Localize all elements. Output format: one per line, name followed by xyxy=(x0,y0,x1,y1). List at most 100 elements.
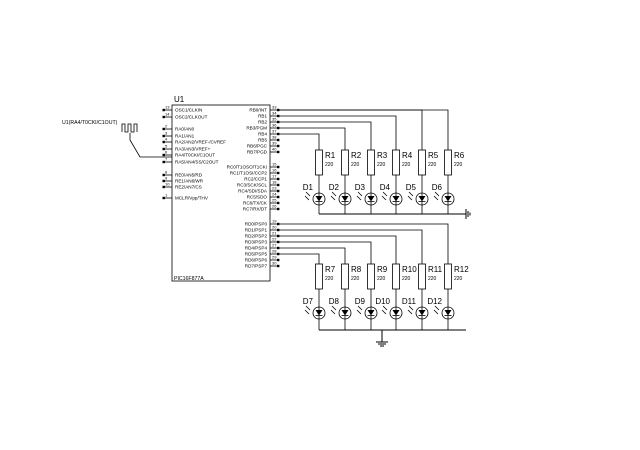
pin-number: 19 xyxy=(272,219,277,224)
diode-triangle-icon xyxy=(418,196,426,202)
pin-number: 7 xyxy=(165,157,168,162)
mcu-part-label: PIC16F877A xyxy=(174,276,204,282)
pin-number: 5 xyxy=(165,144,168,149)
pin-number: 30 xyxy=(272,261,277,266)
light-arrow-icon xyxy=(330,305,337,315)
pin-end xyxy=(162,185,165,189)
resistor-ref: R11 xyxy=(428,265,443,274)
pin-name: RB5 xyxy=(258,138,267,143)
square-wave-icon xyxy=(121,123,138,133)
pin-name: RC5/SDO xyxy=(247,195,268,200)
light-arrow-icon xyxy=(304,191,311,201)
pin-name: RE0/AN5/RD xyxy=(175,173,203,178)
pin-number: 2 xyxy=(165,124,168,129)
pin-name: RA3/AN3/VREF+ xyxy=(175,147,211,152)
pin-end xyxy=(162,173,165,177)
resistor-ref: R9 xyxy=(377,265,388,274)
resistor-body xyxy=(315,149,323,176)
pin-end xyxy=(277,138,280,142)
pin-name: RC1/T1OSI/CCP2 xyxy=(230,171,268,176)
pin-name: RB6/PGC xyxy=(247,144,268,149)
diode-triangle-icon xyxy=(418,310,426,316)
pin-end xyxy=(277,258,280,262)
pin-end xyxy=(277,252,280,256)
net-wire xyxy=(279,115,397,150)
diode-triangle-icon xyxy=(392,196,400,202)
pin-end xyxy=(277,234,280,238)
signal-generator-label: U1(RA4/T0CKI/C1OUT) xyxy=(62,120,118,126)
mcu-left-pins: 13OSC1/CLKIN14OSC2/CLKOUT2RA0/AN03RA1/AN… xyxy=(162,105,226,201)
light-arrow-icon xyxy=(433,191,440,201)
resistor-ref: R6 xyxy=(454,151,465,160)
led-ref: D9 xyxy=(355,297,366,306)
led-ref: D11 xyxy=(402,297,417,306)
resistor-ref: R3 xyxy=(377,151,388,160)
pin-end xyxy=(162,179,165,183)
pin-end xyxy=(277,240,280,244)
pin-end xyxy=(277,201,280,205)
resistor-body xyxy=(315,263,323,290)
led-ref: D6 xyxy=(432,183,443,192)
pin-number: 14 xyxy=(165,112,170,117)
led-ref: D2 xyxy=(329,183,340,192)
pin-name: RA5/AN4/SS/C2OUT xyxy=(175,160,219,165)
resistor-value: 220 xyxy=(377,276,386,282)
pin-name: RB1 xyxy=(258,114,267,119)
led-ref: D3 xyxy=(355,183,366,192)
diode-triangle-icon xyxy=(341,196,349,202)
diode-triangle-icon xyxy=(367,196,375,202)
pin-name: RD2/PSP2 xyxy=(245,234,268,239)
resistor-value: 220 xyxy=(351,162,360,168)
pin-name: RC0/T1OSO/T1CKI xyxy=(227,165,267,170)
pin-name: RD6/PSP6 xyxy=(245,258,268,263)
pin-name: RD3/PSP3 xyxy=(245,240,268,245)
resistor-ref: R1 xyxy=(325,151,336,160)
pin-name: RD0/PSP0 xyxy=(245,222,268,227)
light-arrow-icon xyxy=(304,305,311,315)
pin-name: RC4/SDI/SDA xyxy=(238,189,268,194)
pin-end xyxy=(277,165,280,169)
resistor-ref: R12 xyxy=(454,265,469,274)
pin-end xyxy=(162,140,165,144)
pin-number: 33 xyxy=(272,105,277,110)
light-arrow-icon xyxy=(407,305,414,315)
light-arrow-icon xyxy=(433,305,440,315)
pin-name: RB7/PGD xyxy=(247,150,268,155)
pin-name: RE2/AN7/CS xyxy=(175,185,202,190)
resistor-value: 220 xyxy=(325,162,334,168)
resistor-body xyxy=(418,263,426,290)
pin-name: RB4 xyxy=(258,132,267,137)
pin-end xyxy=(277,177,280,181)
net-wire xyxy=(279,253,320,264)
pin-end xyxy=(277,126,280,130)
diode-triangle-icon xyxy=(315,310,323,316)
resistor-ref: R4 xyxy=(402,151,413,160)
resistor-ref: R2 xyxy=(351,151,362,160)
pin-end xyxy=(162,115,165,119)
pin-number: 8 xyxy=(165,170,168,175)
light-arrow-icon xyxy=(356,305,363,315)
pin-number: 22 xyxy=(272,237,277,242)
pin-end xyxy=(162,196,165,200)
net-wire xyxy=(279,109,449,150)
pin-name: RB2 xyxy=(258,120,267,125)
signal-generator: U1(RA4/T0CKI/C1OUT) xyxy=(62,120,172,158)
